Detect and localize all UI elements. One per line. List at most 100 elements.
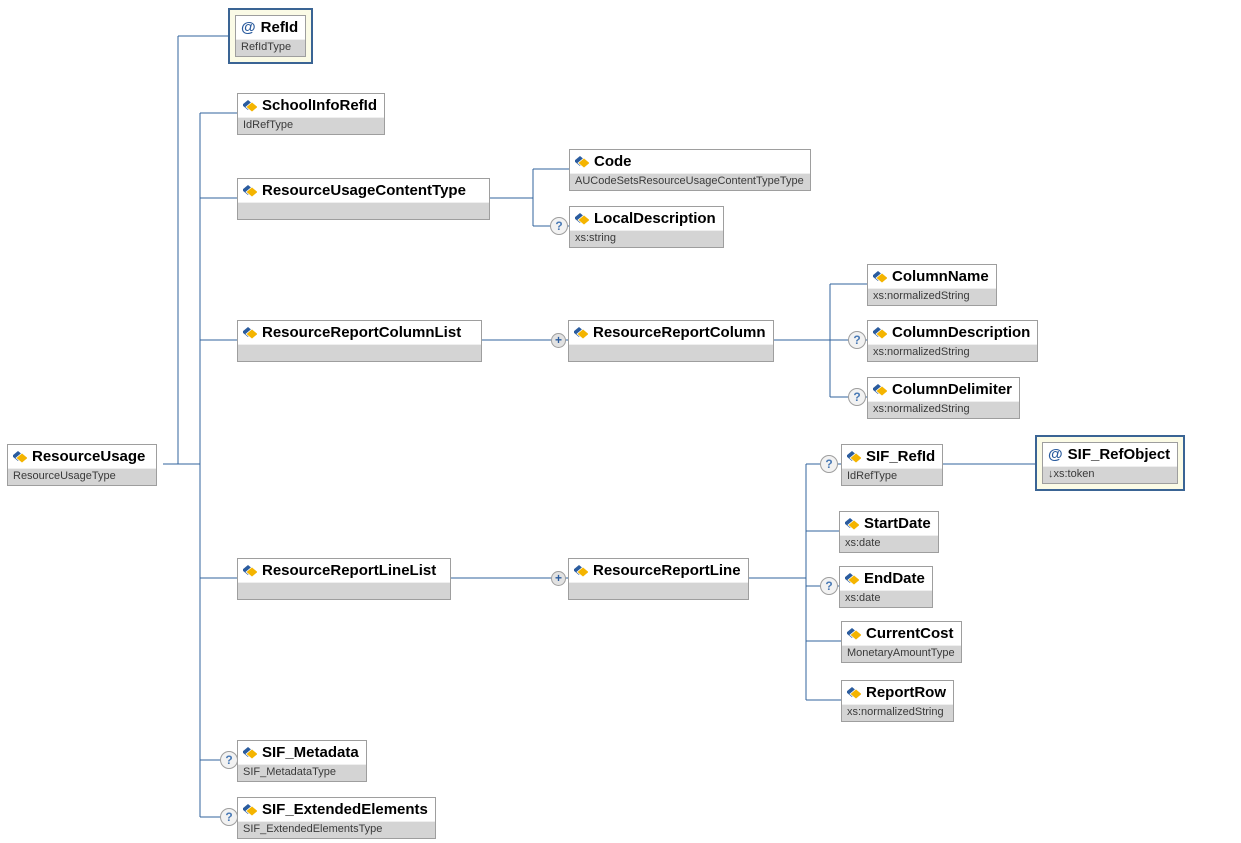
node-currentcost[interactable]: CurrentCost MonetaryAmountType <box>841 621 962 663</box>
node-title: ResourceReportLine <box>569 559 748 582</box>
optional-badge: ? <box>848 331 866 349</box>
element-icon <box>574 326 588 339</box>
node-resourceusagecontenttype[interactable]: ResourceUsageContentType <box>237 178 490 220</box>
node-title: @ RefId <box>236 16 306 39</box>
node-label: Code <box>594 153 632 170</box>
node-type <box>238 202 489 219</box>
node-sifrefobject-attribute[interactable]: @ SIF_RefObject ↓xs:token <box>1035 435 1186 491</box>
node-title: ColumnDescription <box>868 321 1038 344</box>
node-type: xs:normalizedString <box>868 401 1020 418</box>
node-label: ReportRow <box>866 684 946 701</box>
node-title: @ SIF_RefObject <box>1043 443 1178 466</box>
node-title: SIF_RefId <box>842 445 943 468</box>
node-title: Code <box>570 150 810 173</box>
element-icon <box>847 627 861 640</box>
node-resourcereportlinelist[interactable]: ResourceReportLineList <box>237 558 451 600</box>
node-title: ResourceReportLineList <box>238 559 450 582</box>
element-icon <box>574 564 588 577</box>
optional-badge: ? <box>848 388 866 406</box>
node-type: xs:date <box>840 535 938 552</box>
node-type: xs:normalizedString <box>842 704 953 721</box>
element-icon <box>847 686 861 699</box>
node-resourcereportcolumnlist[interactable]: ResourceReportColumnList <box>237 320 482 362</box>
node-enddate[interactable]: EndDate xs:date <box>839 566 933 608</box>
optional-badge: ? <box>220 808 238 826</box>
node-title: ResourceUsage <box>8 445 156 468</box>
optional-badge: ? <box>220 751 238 769</box>
node-reportrow[interactable]: ReportRow xs:normalizedString <box>841 680 954 722</box>
node-title: ResourceReportColumn <box>569 321 773 344</box>
node-type: SIF_MetadataType <box>238 764 366 781</box>
optional-badge: ? <box>820 577 838 595</box>
node-label: SIF_Metadata <box>262 744 359 761</box>
element-icon <box>243 99 257 112</box>
node-type: ↓xs:token <box>1043 466 1178 483</box>
node-code[interactable]: Code AUCodeSetsResourceUsageContentTypeT… <box>569 149 811 191</box>
element-icon <box>845 517 859 530</box>
optional-badge: ? <box>550 217 568 235</box>
node-type <box>238 582 450 599</box>
element-icon <box>847 450 861 463</box>
node-label: ResourceUsage <box>32 448 146 465</box>
node-title: ColumnDelimiter <box>868 378 1020 401</box>
node-refid-attribute[interactable]: @ RefId RefIdType <box>228 8 314 64</box>
node-type: SIF_ExtendedElementsType <box>238 821 435 838</box>
node-label: EndDate <box>864 570 925 587</box>
node-sifrefid[interactable]: SIF_RefId IdRefType <box>841 444 944 486</box>
node-label: RefId <box>260 19 299 36</box>
node-sifextendedelements[interactable]: SIF_ExtendedElements SIF_ExtendedElement… <box>237 797 436 839</box>
optional-badge: ? <box>820 455 838 473</box>
node-label: ColumnDescription <box>892 324 1031 341</box>
node-columnname[interactable]: ColumnName xs:normalizedString <box>867 264 997 306</box>
repeating-badge: + <box>551 571 566 586</box>
node-title: ColumnName <box>868 265 996 288</box>
element-icon <box>243 746 257 759</box>
node-type: MonetaryAmountType <box>842 645 961 662</box>
element-icon <box>873 326 887 339</box>
node-type <box>238 344 481 361</box>
node-type: IdRefType <box>238 117 384 134</box>
repeating-badge: + <box>551 333 566 348</box>
node-label: SIF_RefObject <box>1067 446 1171 463</box>
node-type <box>569 582 748 599</box>
node-columndescription[interactable]: ColumnDescription xs:normalizedString <box>867 320 1039 362</box>
node-type: AUCodeSetsResourceUsageContentTypeType <box>570 173 810 190</box>
node-label: SIF_RefId <box>866 448 936 465</box>
node-title: StartDate <box>840 512 938 535</box>
node-type: IdRefType <box>842 468 943 485</box>
node-title: SIF_Metadata <box>238 741 366 764</box>
element-icon <box>243 803 257 816</box>
node-startdate[interactable]: StartDate xs:date <box>839 511 939 553</box>
node-type: xs:date <box>840 590 932 607</box>
node-type: RefIdType <box>236 39 306 56</box>
attribute-icon: @ <box>1048 446 1063 463</box>
element-icon <box>575 155 589 168</box>
node-title: ResourceReportColumnList <box>238 321 481 344</box>
node-title: SchoolInfoRefId <box>238 94 384 117</box>
node-schoolinforefid[interactable]: SchoolInfoRefId IdRefType <box>237 93 385 135</box>
element-icon <box>873 383 887 396</box>
node-title: LocalDescription <box>570 207 723 230</box>
attribute-icon: @ <box>241 19 256 36</box>
element-icon <box>243 326 257 339</box>
node-label: ResourceReportLine <box>593 562 741 579</box>
node-label: CurrentCost <box>866 625 954 642</box>
node-type: ResourceUsageType <box>8 468 156 485</box>
node-label: ColumnName <box>892 268 989 285</box>
element-icon <box>873 270 887 283</box>
node-resourceusage[interactable]: ResourceUsage ResourceUsageType <box>7 444 157 486</box>
node-type <box>569 344 773 361</box>
node-label: ResourceReportColumn <box>593 324 766 341</box>
element-icon <box>13 450 27 463</box>
element-icon <box>845 572 859 585</box>
node-resourcereportline[interactable]: ResourceReportLine <box>568 558 749 600</box>
node-columndelimiter[interactable]: ColumnDelimiter xs:normalizedString <box>867 377 1021 419</box>
node-title: EndDate <box>840 567 932 590</box>
node-title: SIF_ExtendedElements <box>238 798 435 821</box>
node-localdescription[interactable]: LocalDescription xs:string <box>569 206 724 248</box>
node-label: LocalDescription <box>594 210 716 227</box>
node-title: CurrentCost <box>842 622 961 645</box>
node-sifmetadata[interactable]: SIF_Metadata SIF_MetadataType <box>237 740 367 782</box>
node-resourcereportcolumn[interactable]: ResourceReportColumn <box>568 320 774 362</box>
